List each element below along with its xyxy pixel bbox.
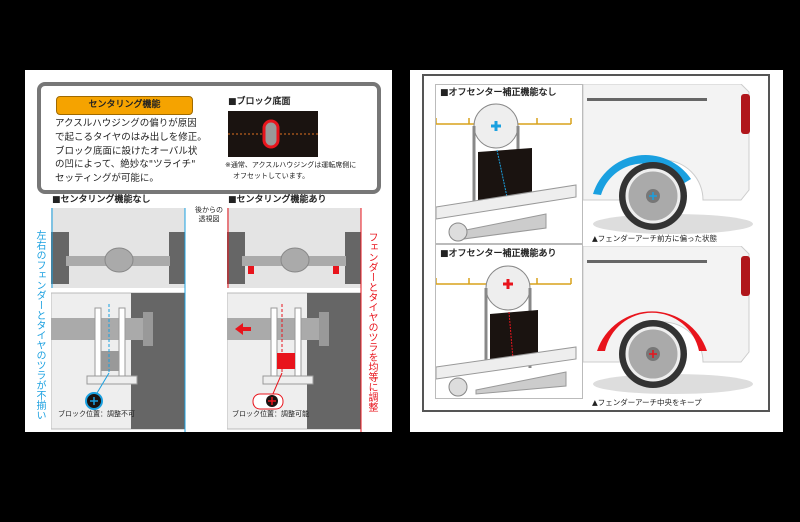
without-caption: ブロック位置：調整不可 xyxy=(58,410,135,418)
without-centering-title: ■センタリング機能なし xyxy=(52,195,151,205)
without-centering-diagram xyxy=(51,208,186,432)
block-bottom-illustration xyxy=(228,111,318,157)
description-line: で起こるタイヤのはみ出しを修正。 xyxy=(55,131,207,143)
with-side-note: フェンダーとタイヤのツラを均等に調整 xyxy=(366,232,377,412)
block-note-line: ※通常、アクスルハウジングは運転席側に xyxy=(225,161,357,169)
without-side-note: 左右のフェンダーとタイヤのツラが不揃い xyxy=(34,230,45,420)
with-centering-diagram xyxy=(227,208,362,432)
with-caption: ブロック位置：調整可能 xyxy=(232,410,309,418)
with-offcenter-title: ■オフセンター補正機能あり xyxy=(440,249,557,259)
inner-frame xyxy=(422,74,770,412)
block-title: ■ブロック底面 xyxy=(228,97,291,107)
rear-view-line: 透視図 xyxy=(198,215,220,224)
van-fender-centered xyxy=(583,246,753,394)
without-offcenter-diagram xyxy=(436,103,577,242)
off-center-panel: ■オフセンター補正機能なし ■オフセンター補正機能あり ▲フェンダーアーチ前方に… xyxy=(410,70,783,432)
rear-view-label: 後からの透視図 xyxy=(195,206,223,224)
description-line: の凹によって、絶妙な"ツライチ" xyxy=(55,159,196,171)
centered-caption: ▲フェンダーアーチ中央をキープ xyxy=(592,398,702,407)
description-line: ブロック底面に設けたオーバル状 xyxy=(55,145,198,157)
rear-view-line: 後からの xyxy=(195,206,223,214)
centering-panel: センタリング機能 アクスルハウジングの偏りが原因で起こるタイヤのはみ出しを修正。… xyxy=(25,70,392,432)
feature-box xyxy=(37,82,381,194)
feature-badge: センタリング機能 xyxy=(56,96,193,115)
with-centering-title: ■センタリング機能あり xyxy=(228,195,327,205)
description-line: セッティングが可能に。 xyxy=(55,173,159,185)
without-offcenter-title: ■オフセンター補正機能なし xyxy=(440,88,557,98)
block-note: ※通常、アクスルハウジングは運転席側にオフセットしています。 xyxy=(225,160,356,181)
van-fender-off-center xyxy=(583,84,753,234)
off-center-caption: ▲フェンダーアーチ前方に偏った状態 xyxy=(592,234,718,243)
feature-description: アクスルハウジングの偏りが原因で起こるタイヤのはみ出しを修正。ブロック底面に設け… xyxy=(55,117,207,186)
with-offcenter-diagram xyxy=(436,265,577,397)
block-note-line: オフセットしています。 xyxy=(233,171,310,180)
description-line: アクスルハウジングの偏りが原因 xyxy=(55,118,197,129)
